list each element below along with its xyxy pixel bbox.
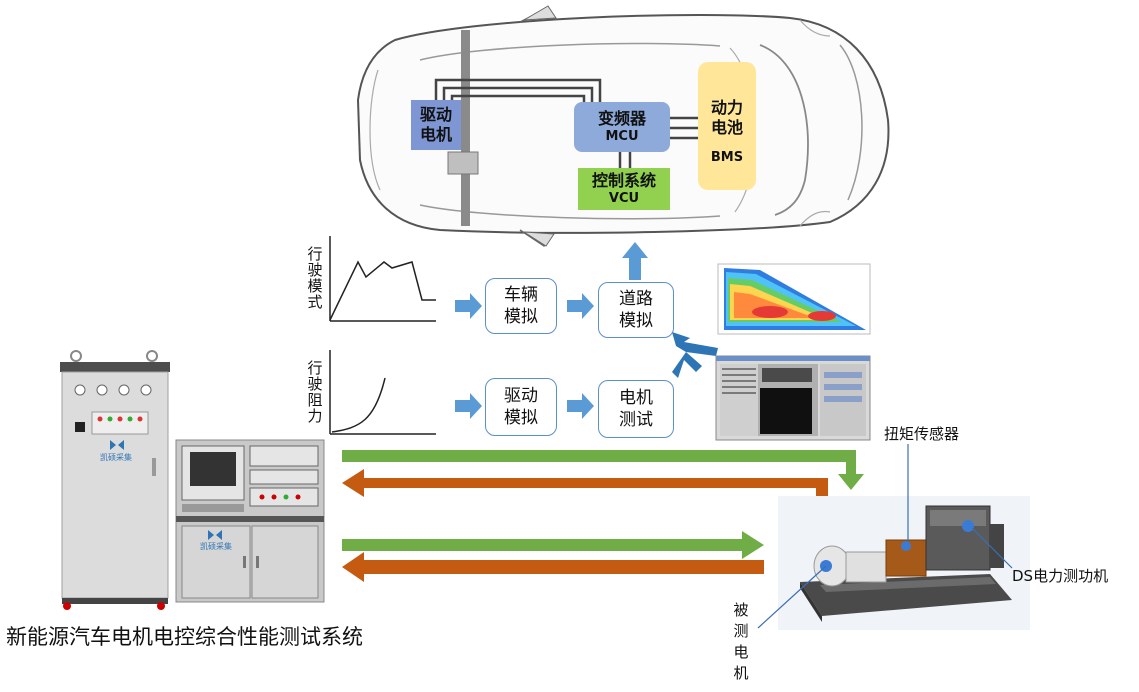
- motor-test-box: 电机 测试: [598, 380, 674, 438]
- drive-motor-block: 驱动 电机: [411, 100, 461, 150]
- system-title: 新能源汽车电机电控综合性能测试系统: [6, 625, 363, 649]
- right-mirror: [523, 231, 555, 247]
- cabinet-brand-text: 凯硕采集: [100, 453, 132, 462]
- inverter-mcu-block: 变频器 MCU: [574, 102, 670, 152]
- driving-mode-label: 行驶模式: [307, 245, 323, 311]
- arrow-right-3: [455, 393, 482, 419]
- drive-sim-box: 驱动 模拟: [485, 378, 557, 436]
- orange-arrow-top: [342, 469, 828, 518]
- vcu-control-block: 控制系统 VCU: [578, 168, 670, 210]
- left-mirror: [523, 5, 557, 21]
- green-arrow-top: [342, 450, 864, 490]
- flow-arrows: [455, 242, 648, 419]
- dynamometer-bench-image: [778, 496, 1030, 630]
- arrow-up: [622, 242, 648, 280]
- orange-arrow-bottom: [342, 552, 764, 582]
- vehicle-sim-line2: 模拟: [504, 307, 538, 327]
- road-sim-line1: 道路: [619, 289, 653, 309]
- console-brand-text: 凯硕采集: [200, 542, 232, 551]
- monitor-link-arrow: [672, 332, 718, 378]
- drive-sim-line1: 驱动: [504, 386, 538, 406]
- driving-mode-chart: [329, 236, 436, 322]
- arrow-right-4: [567, 393, 594, 419]
- driving-resistance-chart: [329, 350, 436, 435]
- green-arrow-bottom: [342, 531, 764, 559]
- test-console-image: [175, 439, 325, 603]
- vehicle-sim-line1: 车辆: [504, 285, 538, 305]
- torque-sensor-label: 扭矩传感器: [884, 425, 960, 443]
- drive-motor-line1: 驱动: [419, 105, 452, 124]
- efficiency-map-image: [717, 263, 871, 335]
- control-title: 控制系统: [591, 171, 656, 190]
- vehicle-sim-box: 车辆 模拟: [485, 278, 557, 334]
- inverter-sub: MCU: [605, 129, 639, 144]
- dynamometer-label: DS电力测功机: [1012, 567, 1109, 585]
- power-flow-arrows: [342, 450, 864, 582]
- drive-sim-line2: 模拟: [504, 408, 538, 428]
- leader-lines: [757, 444, 1013, 629]
- battery-line1: 动力: [710, 98, 743, 117]
- road-sim-line2: 模拟: [619, 311, 653, 331]
- software-screenshot-image: [715, 355, 871, 441]
- motor-test-line1: 电机: [619, 388, 653, 408]
- motor-test-line2: 测试: [619, 410, 653, 430]
- axle: [461, 30, 470, 226]
- control-sub: VCU: [608, 191, 640, 206]
- control-cabinet-image: [60, 350, 170, 610]
- gearbox: [447, 151, 479, 175]
- arrow-right-2: [567, 293, 594, 319]
- road-sim-box: 道路 模拟: [598, 282, 674, 338]
- battery-sub: BMS: [710, 150, 744, 165]
- battery-bms-block: 动力 电池 BMS: [698, 62, 756, 190]
- drive-motor-line2: 电机: [419, 125, 452, 144]
- inverter-title: 变频器: [597, 109, 646, 128]
- battery-line2: 电池: [710, 118, 743, 137]
- driving-resistance-label: 行驶阻力: [307, 359, 323, 425]
- motor-under-test-label: 被测电机: [733, 601, 749, 682]
- arrow-right-1: [455, 293, 482, 319]
